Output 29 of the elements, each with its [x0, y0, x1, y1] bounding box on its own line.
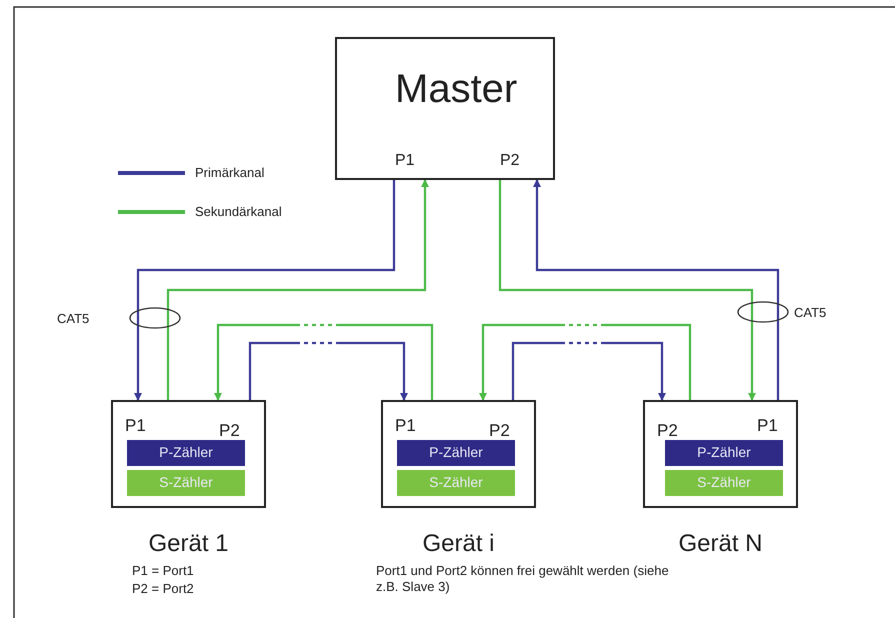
device-caption: Gerät N — [677, 530, 764, 559]
cable-label: CAT5 — [794, 305, 826, 321]
device-box — [381, 400, 536, 508]
box-title: Master — [395, 69, 518, 109]
port-label: P1 — [395, 153, 415, 169]
master-box — [335, 37, 555, 180]
port-label: P1 — [395, 417, 416, 434]
port-legend-note: P2 = Port2 — [132, 581, 194, 597]
device-box — [111, 400, 266, 508]
port-label: P2 — [219, 422, 240, 439]
counter-bar: P-Zähler — [127, 440, 245, 466]
legend-label: Sekundärkanal — [195, 204, 282, 220]
port-label: P2 — [657, 422, 678, 439]
counter-bar: P-Zähler — [665, 440, 783, 466]
note: Port1 und Port2 können frei gewählt werden (siehe z.B. Slave 3) — [376, 563, 670, 594]
port-label: P2 — [500, 153, 520, 169]
port-label: P1 — [757, 417, 778, 434]
cable-label: CAT5 — [57, 311, 90, 327]
counter-bar: P-Zähler — [397, 440, 515, 466]
counter-bar: S-Zähler — [665, 470, 783, 496]
port-label: P1 — [125, 417, 146, 434]
counter-bar: S-Zähler — [397, 470, 515, 496]
device-caption: Gerät i — [421, 530, 496, 559]
device-box — [643, 400, 798, 508]
counter-bar: S-Zähler — [127, 470, 245, 496]
device-caption: Gerät 1 — [147, 530, 230, 559]
port-legend-note: P1 = Port1 — [132, 563, 194, 579]
port-label: P2 — [489, 422, 510, 439]
legend-label: Primärkanal — [195, 165, 264, 181]
